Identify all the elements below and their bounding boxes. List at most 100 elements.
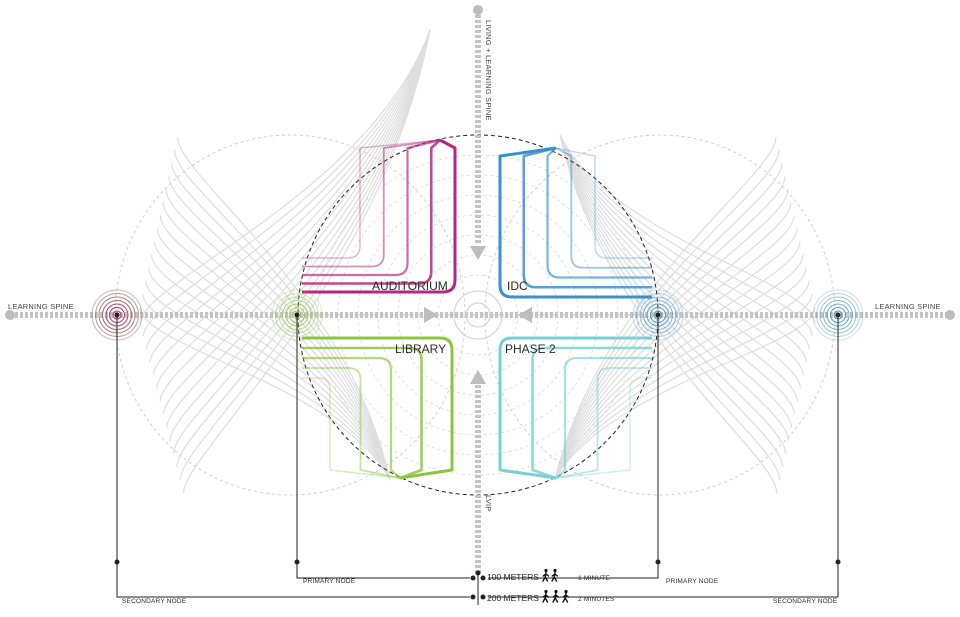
dot-secondary-right [835,559,841,565]
auditorium-fan-line-2 [302,139,441,268]
primary-node-left-label: PRIMARY NODE [303,578,356,585]
learning-spine-left-label: LEARNING SPINE [8,302,74,311]
leader-dots [114,559,841,600]
leader-secondary-right [488,315,839,598]
arrow-left [518,307,532,323]
faint-fan-top-left-line-12 [176,29,431,467]
idc-fan-line-2 [555,147,652,269]
phase2-fan-line-2 [555,367,652,479]
dot-primary-left [294,559,300,565]
faint-fan-top-right-line-3 [559,134,810,350]
faint-fan-bottom-left-line-6 [153,241,391,481]
faint-fan-top-right-line-7 [559,134,798,402]
faint-fan-bottom-left-line-4 [148,267,391,481]
faint-fan-bottom-right-line-1 [554,306,816,481]
faint-fan-bottom-right-line-4 [554,267,807,481]
phase2-fan-line-4 [531,346,652,480]
faint-fan-bottom-left-line-10 [165,189,391,481]
auditorium-fan-line-4 [302,139,441,285]
walking-icons [542,568,570,603]
distance-100-label: 100 METERS [487,572,539,582]
dot-center-a [475,570,481,576]
zone-connection-fans [302,138,652,480]
phase2-fan-line-1 [555,377,652,479]
faint-fan-bottom-right-line-3 [554,280,810,481]
idc-fan-line-4 [522,146,652,289]
faint-fan-top-right-line-4 [559,134,807,363]
faint-fan-bottom-right-line-8 [554,215,795,481]
learning-spine-right-label: LEARNING SPINE [875,302,941,311]
faint-fan-bottom-left-line-13 [174,150,391,481]
faint-fan-top-left-line-3 [146,29,431,350]
time-2-minutes-label: 2 MINUTES [578,596,615,603]
faint-fan-top-right-line-2 [559,134,813,337]
phase-2-label: PHASE 2 [505,342,556,356]
dot-center-e [480,594,486,600]
library-label: LIBRARY [395,342,446,356]
faint-fan-bottom-right-line-6 [554,241,801,481]
faint-fan-top-left-line-4 [149,29,431,363]
faint-fan-top-right-line-12 [559,134,784,467]
faint-fan-bottom-left-line-9 [162,202,391,481]
faint-fan-bottom-right-line-14 [554,136,777,481]
spines [5,5,955,575]
arrow-up [470,370,486,384]
idc-fan-line-1 [555,147,652,259]
spine-end-right [945,310,955,320]
faint-fan-bottom-right-line-5 [554,254,804,481]
secondary-node-right-label: SECONDARY NODE [773,598,838,605]
time-1-minute-label: 1 MINUTE [578,575,610,582]
walking-person-icon [551,568,559,582]
walking-person-icon [552,589,560,603]
library-fan-line-4 [302,346,423,480]
faint-fan-bottom-left-line-2 [142,293,391,481]
auditorium-label: AUDITORIUM [372,279,448,293]
spine-end-top [473,5,483,15]
faint-fan-bottom-left-line-3 [145,280,391,481]
faint-fan-bottom-left-line-5 [150,254,391,481]
faint-fan-top-left-line-7 [159,29,431,402]
faint-fan-bottom-right-line-2 [554,293,813,481]
auditorium-fan-line-5 [302,138,457,294]
faint-fan-top-left-line-1 [139,29,431,324]
secondary-node-left-label: SECONDARY NODE [122,598,187,605]
phase2-fan-line-3 [555,356,652,479]
faint-fan-top-right-line-1 [559,134,816,324]
auditorium-fan-line-1 [302,139,441,259]
library-fan-line-1 [302,377,401,479]
faint-fan-bottom-right-line-13 [554,150,780,481]
faint-fan-bottom-right-line-11 [554,176,786,481]
faint-fan-bottom-left-line-8 [159,215,391,481]
faint-fan-top-left-line-9 [166,29,431,428]
faint-fan-top-left-line-8 [162,29,431,415]
idc-fan-line-3 [546,147,652,279]
dot-secondary-left [114,559,120,565]
distance-200-label: 200 METERS [487,593,539,603]
arrow-down [470,246,486,260]
walking-person-icon [542,589,550,603]
leader-secondary-left [116,315,470,598]
faint-fan-top-right-line-13 [559,134,781,480]
faint-fan-top-right-line-6 [559,134,801,389]
center-hub-outer [453,290,503,340]
idc-fan-line-5 [498,146,652,299]
library-fan-line-3 [302,356,401,479]
dot-center-d [470,594,476,600]
walking-person-icon [562,589,570,603]
faint-background-fans [139,29,816,494]
faint-fan-top-right-line-11 [559,134,787,454]
dot-primary-right [655,559,661,565]
dot-center-c [480,575,486,581]
auditorium-fan-line-3 [302,138,441,277]
faint-fan-bottom-right-line-7 [554,228,798,481]
faint-fan-top-right-line-10 [559,134,790,441]
faint-fan-bottom-right-line-9 [554,202,792,481]
living-learning-spine-label: LIVING + LEARNING SPINE [484,20,493,121]
faint-fan-bottom-left-line-12 [171,163,391,481]
walking-person-icon [542,568,550,582]
faint-fan-bottom-right-line-12 [554,163,783,481]
library-fan-line-5 [302,336,454,480]
leader-primary-left [296,315,470,579]
lvip-label: LVIP [484,495,493,512]
